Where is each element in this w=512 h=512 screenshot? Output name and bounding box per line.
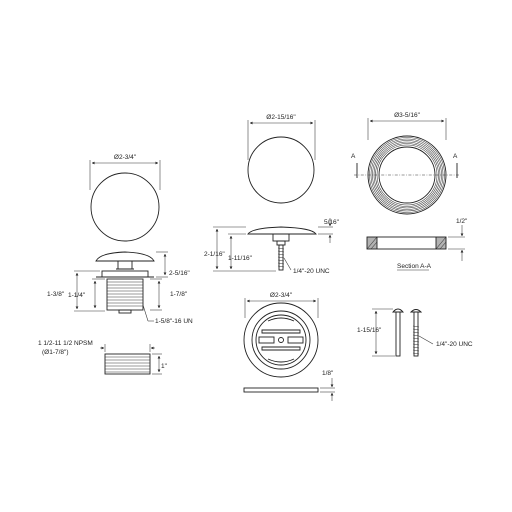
strainer-diameter-label: Ø2-3/4": [270, 292, 293, 299]
stopper-plan-view: Ø2-15/16": [247, 114, 316, 204]
stopper-thread-label: 1/4"-20 UNC: [293, 268, 330, 275]
stopper-5-16-label: 5/16": [324, 219, 340, 226]
ring-height-label: 1/2": [456, 218, 468, 225]
dim-2-5-16-label: 2-5/16": [169, 270, 190, 277]
dim-1-7-8-label: 1-7/8": [170, 291, 188, 298]
npsm-adapter: 1 1/2-11 1/2 NPSM (Ø1-7/8") 1": [38, 340, 168, 375]
main-thread-label: 1-5/8"-16 UN: [155, 318, 193, 325]
stopper-elevation: 5/16" 2-1/16" 1-11/16" 1/4"-20 UNC: [204, 218, 340, 275]
strainer-thickness-label: 1/8": [322, 370, 334, 377]
adapter-threads: [105, 356, 150, 373]
cap-plan-view: Ø2-3/4": [89, 154, 161, 242]
ring-diameter-label: Ø3-5/16": [394, 112, 420, 119]
dim-1-1-4-label: 1-1/4": [68, 292, 86, 299]
section-a-a: 1/2" Section A-A: [366, 218, 468, 271]
section-marker-left: A: [351, 153, 356, 160]
body-threads: [107, 281, 143, 307]
drain-body-elevation: 2-5/16" 1-7/8" 1-3/8" 1-1/4" 1-5/8"-16 U…: [47, 251, 193, 325]
cap-diameter-label: Ø2-3/4": [114, 154, 137, 161]
dim-1-3-8-label: 1-3/8": [47, 291, 65, 298]
stud-threads: [277, 247, 285, 268]
strainer-plan-view: Ø2-3/4" 1/8": [243, 292, 335, 401]
npsm-thread-label: 1 1/2-11 1/2 NPSM: [38, 340, 93, 347]
bolt-thread-label: 1/4"-20 UNC: [436, 341, 473, 348]
section-marker-right: A: [453, 153, 458, 160]
bolt-length-label: 1-15/16": [357, 327, 382, 334]
stopper-2-1-16-label: 2-1/16": [204, 251, 225, 258]
adapter-height-label: 1": [161, 363, 168, 370]
stopper-1-11-16-label: 1-11/16": [228, 255, 253, 262]
bolt-threads: [412, 325, 420, 355]
stopper-diameter-label: Ø2-15/16": [266, 114, 296, 121]
npsm-diameter-label: (Ø1-7/8"): [42, 349, 69, 356]
bolts: 1-15/16" 1/4"-20 UNC: [357, 308, 473, 357]
ring-plan-view: Ø3-5/16" A A: [351, 112, 460, 215]
section-title: Section A-A: [397, 263, 432, 270]
